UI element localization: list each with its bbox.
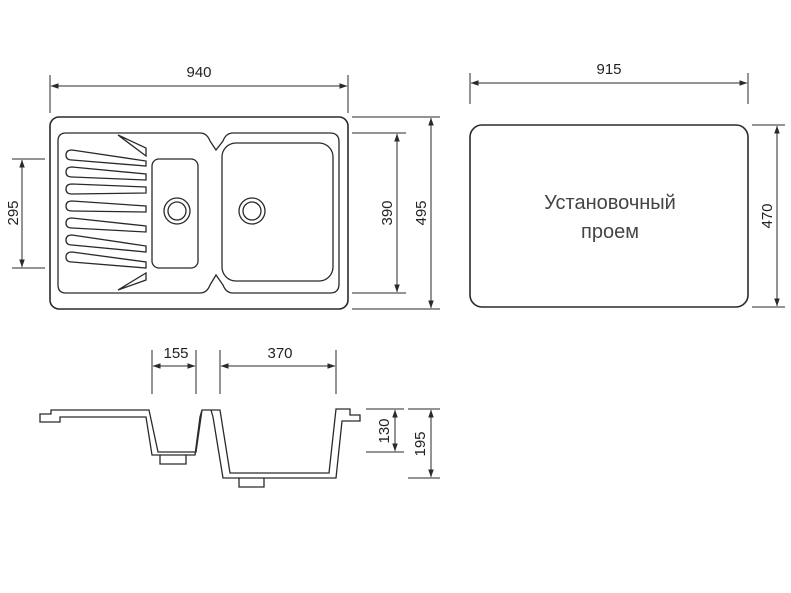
dim-label-195: 195 xyxy=(412,431,429,456)
drainboard-rib xyxy=(117,134,147,158)
large-bowl-drain-inner xyxy=(242,201,262,221)
installation-cutout: Установочный проем 915 470 xyxy=(469,61,785,308)
drainboard-rib xyxy=(65,149,147,167)
sink-outer-outline xyxy=(49,116,349,310)
cutout-title-line1: Установочный xyxy=(544,192,676,214)
small-bowl-drain-outer xyxy=(163,197,191,225)
dim-label-155: 155 xyxy=(163,345,188,362)
cutout-title-line2: проем xyxy=(581,221,639,243)
dim-label-130: 130 xyxy=(376,418,393,443)
dim-label-940: 940 xyxy=(186,64,211,81)
small-bowl xyxy=(151,158,199,269)
sink-section-view: 155 370 130 195 xyxy=(39,345,440,488)
drainboard-rib xyxy=(65,217,147,233)
drainboard-rib xyxy=(65,166,147,181)
dim-label-390: 390 xyxy=(379,200,396,225)
dim-label-470: 470 xyxy=(759,203,776,228)
cutout-outline xyxy=(469,124,749,308)
large-bowl-drain-outer xyxy=(238,197,266,225)
dim-label-370: 370 xyxy=(267,345,292,362)
drainboard-ribs xyxy=(65,134,147,291)
sink-top-view: 940 295 390 495 xyxy=(5,64,440,310)
drainboard-rib xyxy=(65,251,147,269)
drainboard-rib xyxy=(65,234,147,253)
dim-label-915: 915 xyxy=(596,61,621,78)
dim-label-495: 495 xyxy=(413,200,430,225)
sink-inner-outline xyxy=(57,132,340,294)
small-bowl-drain-inner xyxy=(167,201,187,221)
large-bowl xyxy=(221,142,334,282)
drainboard-rib xyxy=(65,200,147,213)
drainboard-rib xyxy=(65,183,147,195)
drainboard-rib xyxy=(117,271,147,291)
dim-label-295: 295 xyxy=(5,200,22,225)
section-profile xyxy=(39,408,361,488)
